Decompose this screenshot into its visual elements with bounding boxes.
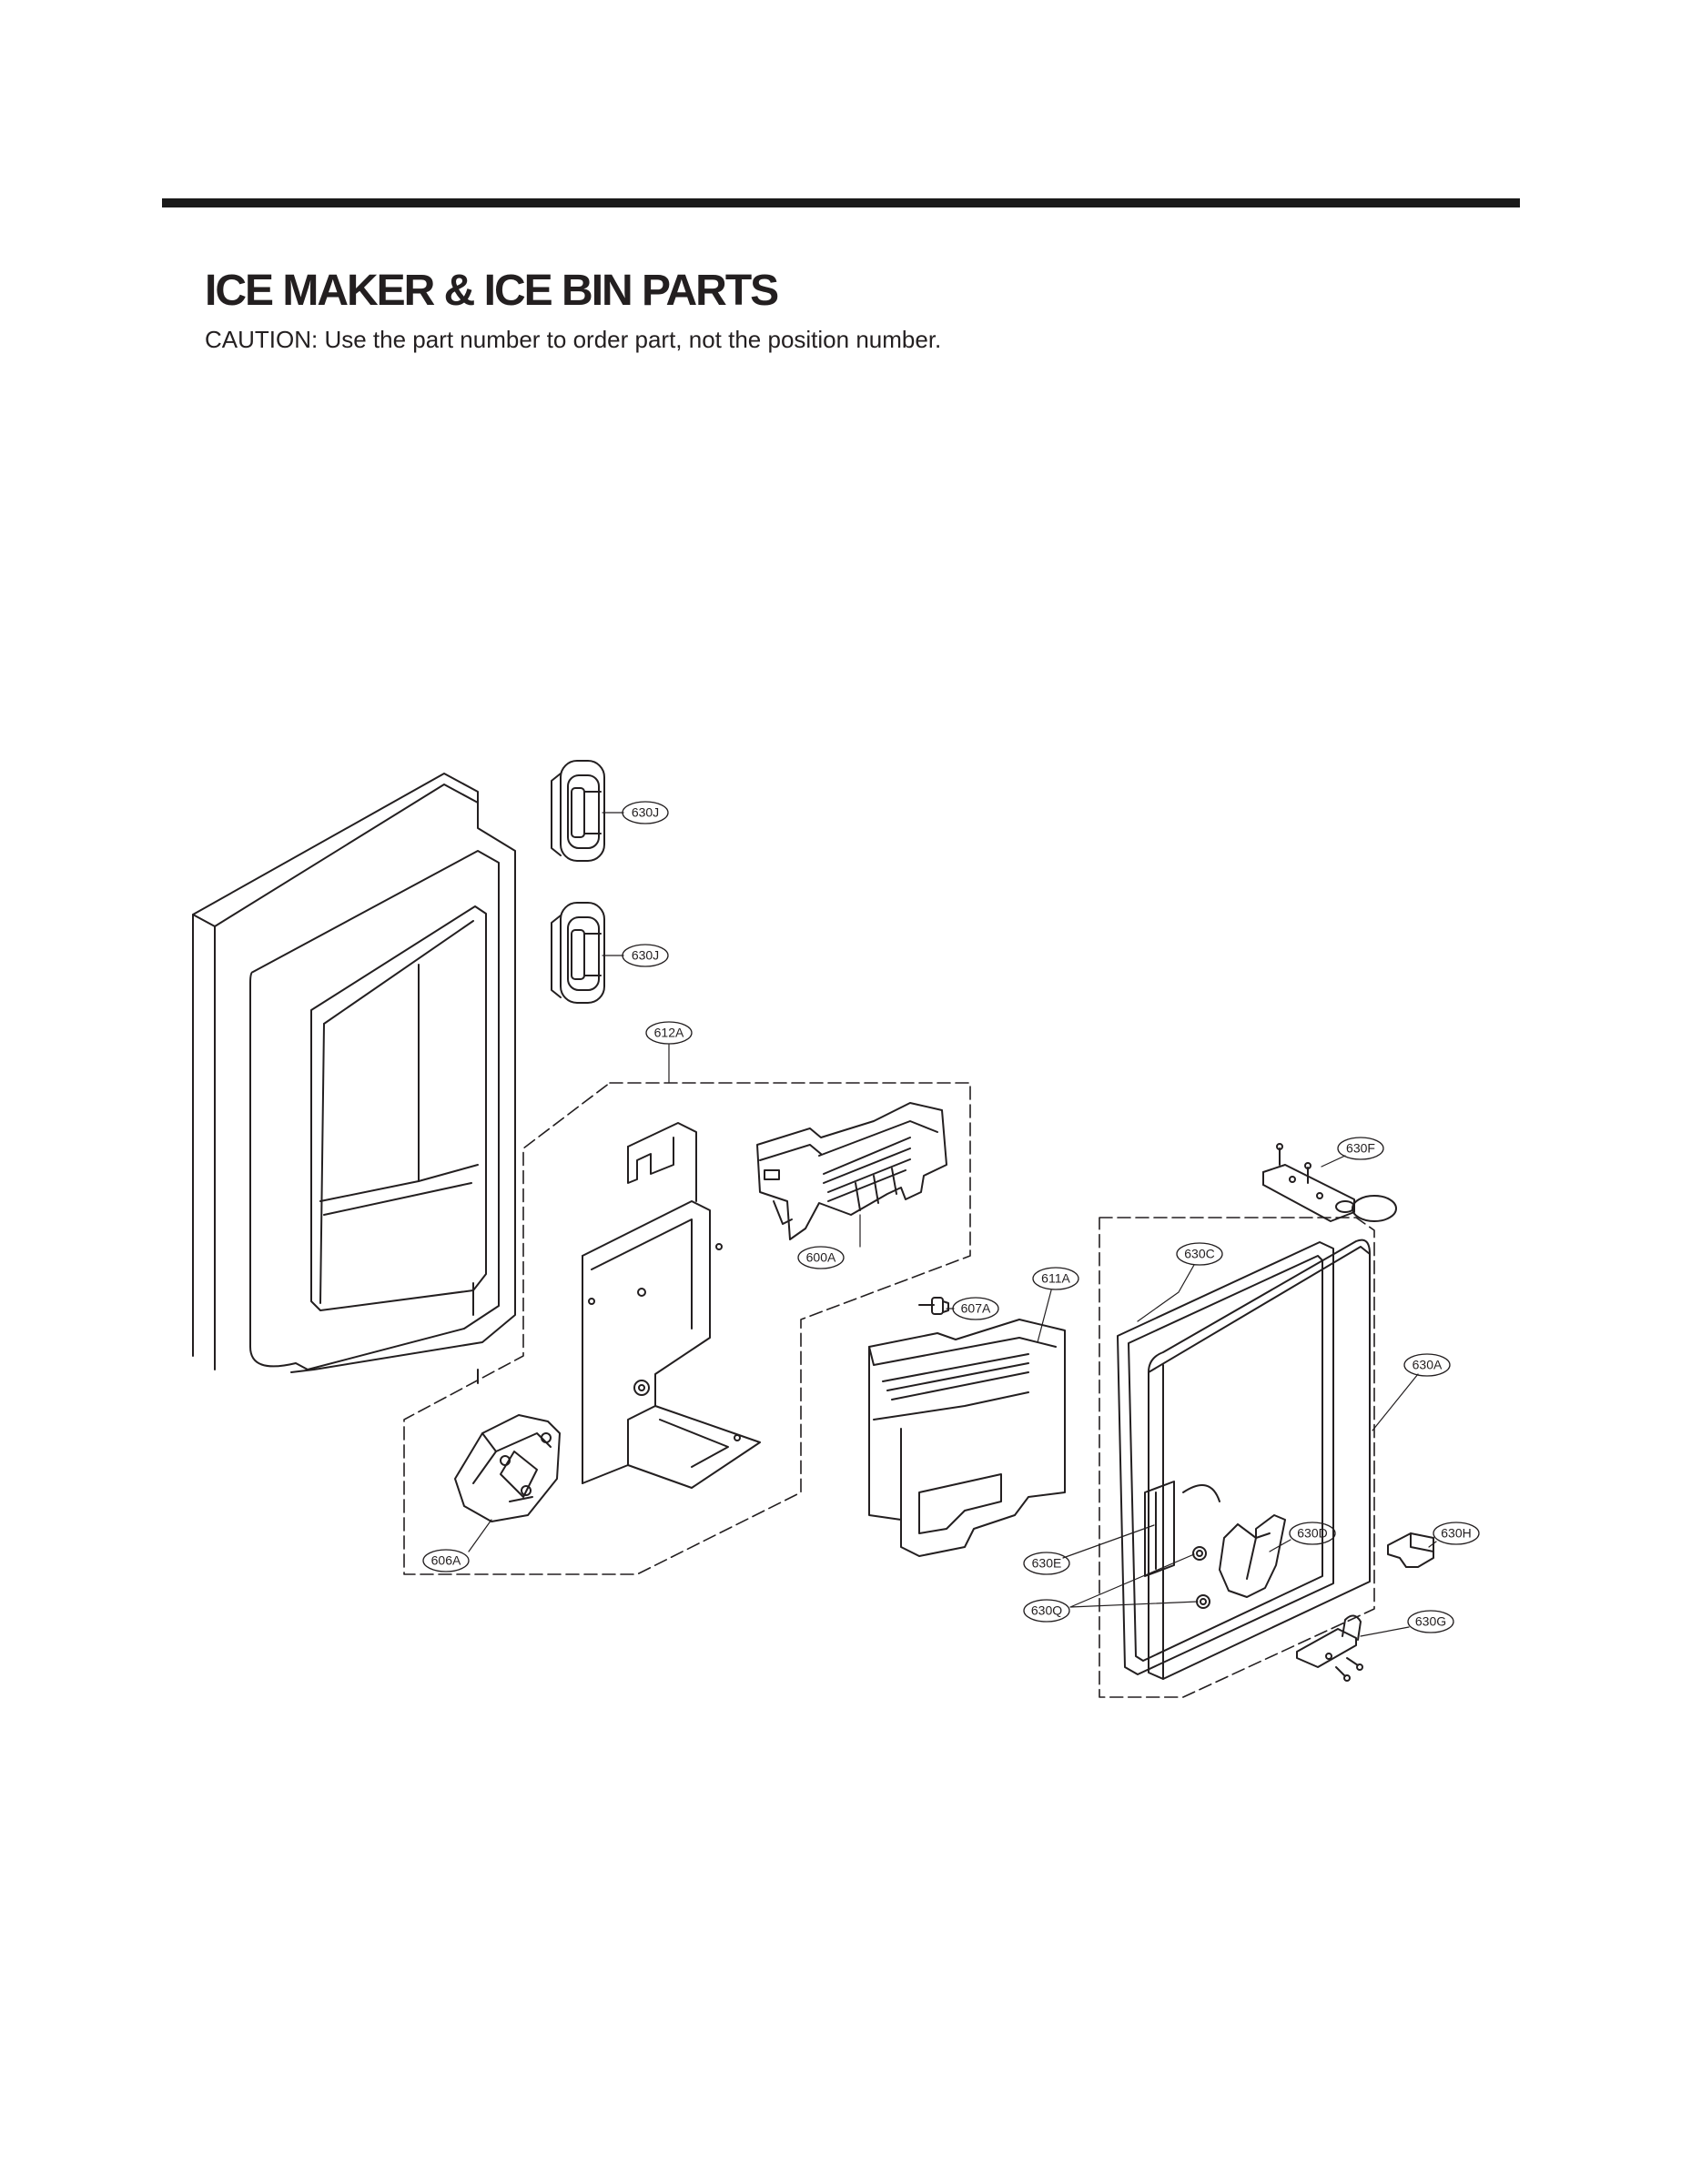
callout-630j-lower: 630J xyxy=(632,948,659,963)
door-assembly-boundary-630a xyxy=(1099,1217,1375,1698)
page-title: ICE MAKER & ICE BIN PARTS xyxy=(205,267,779,315)
door-liner-frame xyxy=(192,773,516,1384)
callout-ellipses xyxy=(422,801,1480,1633)
callout-606a: 606A xyxy=(431,1553,461,1568)
callout-630e: 630E xyxy=(1032,1556,1062,1571)
callout-607a: 607A xyxy=(961,1301,991,1316)
gasket-630c xyxy=(1117,1241,1334,1675)
callout-630a: 630A xyxy=(1413,1358,1443,1372)
lower-hinge-630g xyxy=(1296,1614,1363,1682)
ice-maker-600a xyxy=(756,1102,947,1240)
callout-630c: 630C xyxy=(1184,1247,1214,1261)
callout-630f: 630F xyxy=(1346,1141,1375,1156)
callout-611a: 611A xyxy=(1041,1271,1070,1286)
assembly-boundary-612a xyxy=(403,1082,971,1575)
grommet-630j-upper xyxy=(551,760,605,862)
flapper-606a xyxy=(454,1414,561,1522)
callout-612a: 612A xyxy=(654,1026,684,1040)
callout-630g: 630G xyxy=(1415,1614,1446,1629)
callout-630q: 630Q xyxy=(1031,1603,1062,1618)
callout-630h: 630H xyxy=(1441,1526,1471,1541)
screws-630q xyxy=(1192,1546,1210,1609)
stopper-630h xyxy=(1387,1532,1434,1568)
hinge-bracket-630f xyxy=(1262,1143,1355,1222)
header-rule xyxy=(162,198,1520,207)
ice-bin-door-panel xyxy=(1148,1239,1371,1680)
bracket-630e xyxy=(1144,1481,1175,1577)
mounting-bracket xyxy=(582,1122,761,1489)
caution-note: CAUTION: Use the part number to order pa… xyxy=(205,326,942,353)
leader-lines xyxy=(468,812,1437,1637)
hinge-cap xyxy=(1352,1195,1397,1222)
callout-630d: 630D xyxy=(1297,1526,1327,1541)
grommet-630j-lower xyxy=(551,902,605,1004)
handle-630d xyxy=(1219,1514,1286,1598)
callout-600a: 600A xyxy=(806,1250,836,1265)
knob-607a xyxy=(918,1297,949,1315)
callout-630j-upper: 630J xyxy=(632,805,659,820)
ice-bin-cover-611a xyxy=(868,1319,1066,1557)
